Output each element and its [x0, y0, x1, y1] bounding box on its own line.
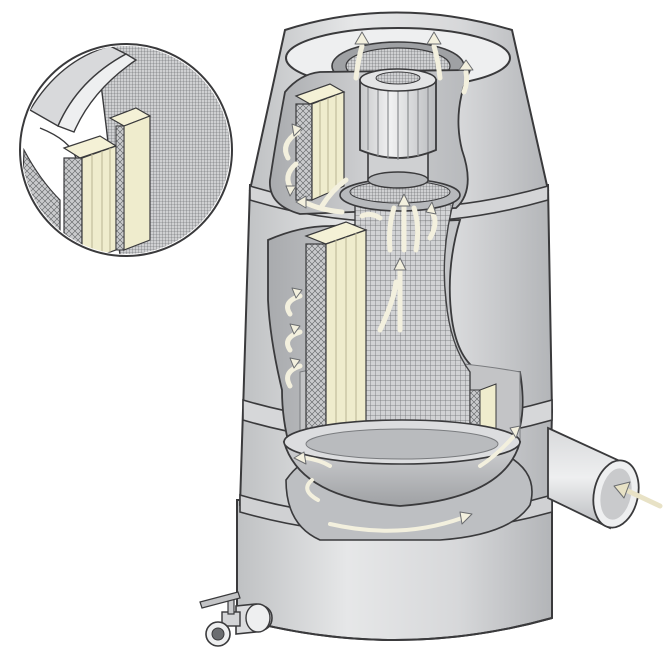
drain-valve-icon — [199, 591, 273, 647]
magnifier-detail-icon — [19, 43, 233, 257]
air-flow-arrow-icon — [353, 43, 470, 95]
motor-fan-icon — [359, 68, 437, 189]
filter-mesh-cylinder — [354, 195, 471, 441]
main-filter-cartridge — [304, 221, 368, 447]
inlet-pipe — [547, 426, 640, 530]
separator-bowl — [282, 419, 533, 541]
air-flow-arrows — [283, 31, 663, 533]
